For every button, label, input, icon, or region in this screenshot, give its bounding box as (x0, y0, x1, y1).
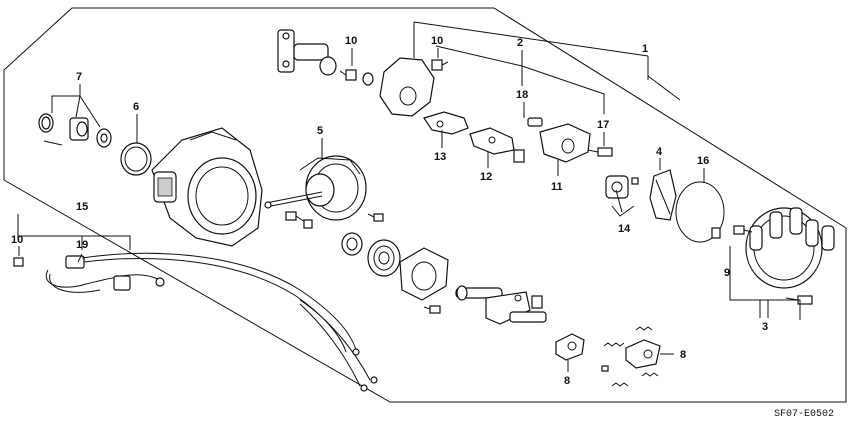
part-10-screw-c[interactable] (13, 257, 24, 267)
callout-7: 7 (76, 71, 82, 83)
part-14-module[interactable] (605, 175, 639, 199)
callout-5: 5 (317, 125, 323, 137)
callout-13: 13 (434, 151, 446, 163)
part-8-weight-b[interactable] (625, 339, 661, 369)
callout-8a: 8 (564, 375, 570, 387)
callout-8b: 8 (680, 349, 686, 361)
seal-plate[interactable] (399, 247, 449, 301)
callout-3: 3 (762, 321, 768, 333)
breaker-plate[interactable] (379, 57, 435, 117)
diagram-code: SF07-E0502 (774, 409, 834, 420)
callout-19: 19 (76, 239, 88, 251)
part-5-vacuum-advance[interactable] (264, 155, 367, 221)
callout-11: 11 (551, 181, 563, 193)
shaft-bracket[interactable] (277, 29, 337, 76)
screw-10-vacuum[interactable] (285, 211, 313, 229)
callout-12: 12 (480, 171, 492, 183)
callout-10a: 10 (345, 35, 357, 47)
part-4-rotor[interactable] (649, 169, 677, 221)
callout-18: 18 (516, 89, 528, 101)
callout-1: 1 (642, 43, 648, 55)
bearing-small[interactable] (341, 232, 363, 256)
callout-6: 6 (133, 101, 139, 113)
part-3-distributor-cap[interactable] (745, 207, 835, 289)
part-16-clip[interactable] (675, 181, 725, 243)
part-18-pin[interactable] (513, 117, 543, 163)
callout-2: 2 (517, 37, 523, 49)
callout-10c: 10 (11, 234, 23, 246)
rotor-shaft[interactable] (455, 285, 547, 325)
part-10-screw-b[interactable] (431, 59, 449, 71)
part-10-screw-a[interactable] (339, 69, 374, 86)
part-11-pickup[interactable] (539, 123, 591, 163)
distributor-housing[interactable] (151, 127, 263, 247)
part-8-weight-a[interactable] (555, 333, 585, 361)
callout-14: 14 (618, 223, 631, 235)
callout-9: 9 (724, 267, 730, 279)
callout-15: 15 (76, 201, 88, 213)
callout-17: 17 (597, 119, 609, 131)
wiring-harness[interactable] (45, 252, 378, 392)
part-13-bracket[interactable] (423, 111, 469, 135)
callout-4: 4 (656, 146, 663, 158)
governor-springs[interactable] (601, 326, 659, 387)
callout-16: 16 (697, 155, 709, 167)
screw-small-right[interactable] (367, 213, 384, 222)
assembly-frame (3, 7, 847, 403)
screw-lower-left[interactable] (423, 305, 441, 314)
part-6-o-ring[interactable] (120, 142, 152, 176)
callout-10b: 10 (431, 35, 443, 47)
part-12-bracket[interactable] (469, 127, 515, 155)
bearing-large[interactable] (367, 239, 401, 277)
part-7-bushing-set[interactable] (38, 113, 112, 148)
part-17-screw[interactable] (587, 147, 613, 157)
